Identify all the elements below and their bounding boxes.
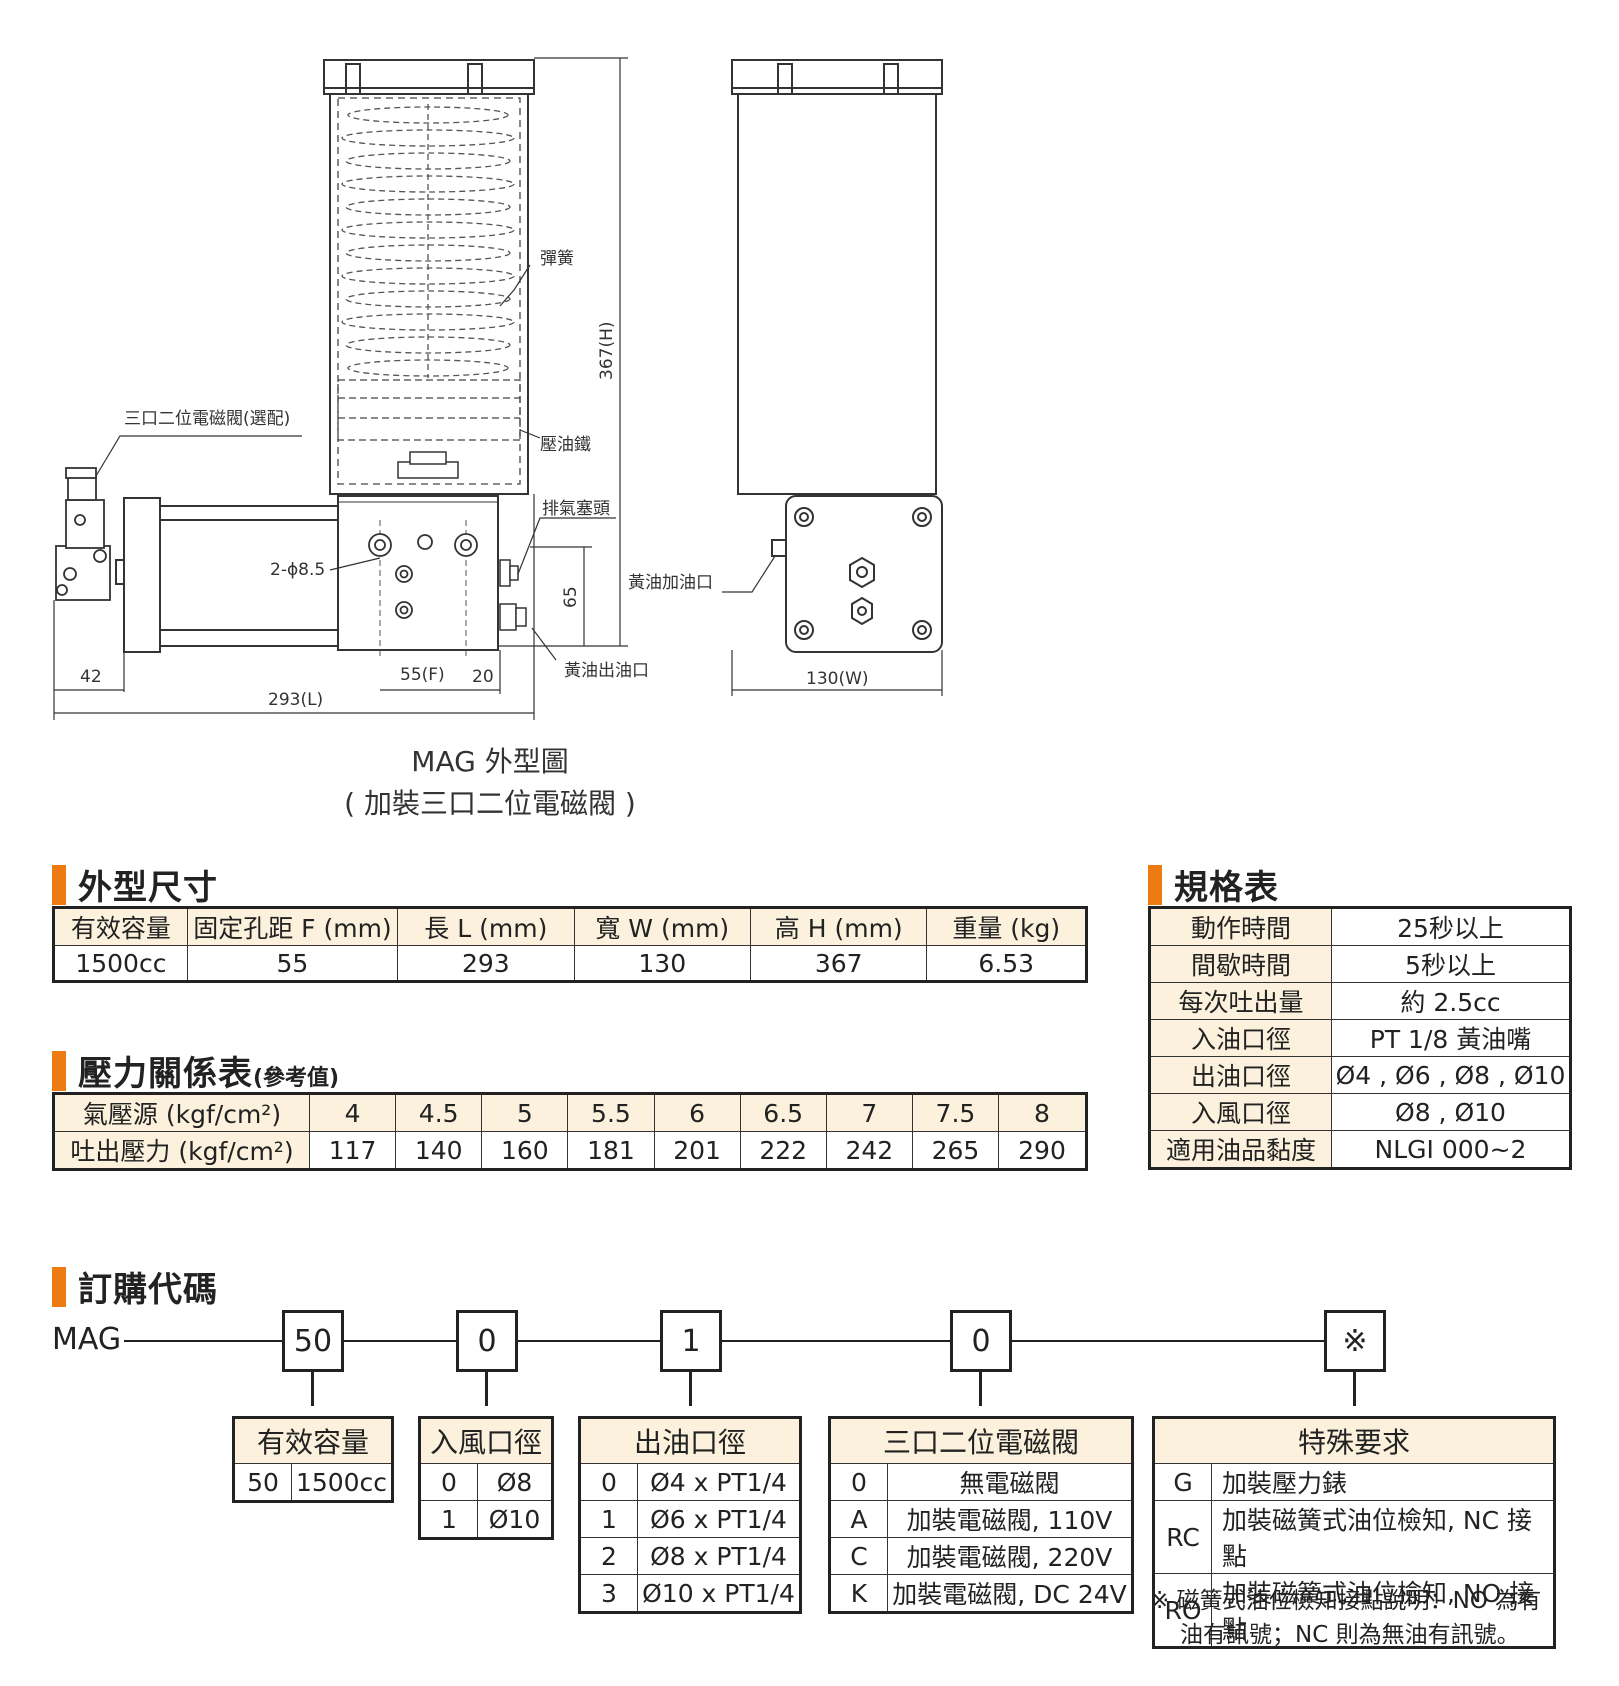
pressure-plate (337, 379, 521, 441)
spring (341, 104, 515, 378)
dimension-labels: 彈簧 367(H) 三口二位電磁閥(選配) 壓油鐵 排氣塞頭 2-ϕ8.5 黃油… (80, 249, 869, 710)
reservoir-side (731, 59, 943, 495)
air-cylinder (115, 497, 339, 653)
air-pressure-row: 氣壓源 (kgf/cm²) 4 4.5 5 5.5 6 6.5 7 7.5 8 (53, 1093, 1087, 1132)
specs-heading: 規格表 (1148, 860, 1279, 909)
base-block-front (337, 495, 499, 651)
svg-text:排氣塞頭: 排氣塞頭 (542, 499, 610, 519)
svg-text:20: 20 (472, 667, 494, 687)
code-box-capacity: 50 (282, 1310, 344, 1372)
svg-text:293(L): 293(L) (268, 690, 323, 710)
order-prefix: MAG (52, 1322, 122, 1357)
dimensions-heading: 外型尺寸 (52, 860, 218, 909)
svg-text:367(H): 367(H) (597, 322, 617, 381)
svg-text:三口二位電磁閥(選配): 三口二位電磁閥(選配) (124, 409, 290, 429)
svg-text:2-ϕ8.5: 2-ϕ8.5 (270, 560, 325, 580)
dimensions-table: 有效容量 固定孔距 F (mm) 長 L (mm) 寬 W (mm) 高 H (… (52, 906, 1088, 983)
solenoid-valve (55, 467, 111, 601)
reed-switch-note-line2: 油有訊號；NC 則為無油有訊號。 (1180, 1622, 1520, 1648)
drawing-caption-subtitle: ( 加裝三口二位電磁閥 ) (344, 787, 636, 820)
svg-text:彈簧: 彈簧 (540, 249, 574, 269)
dimensions-header-row: 有效容量 固定孔距 F (mm) 長 L (mm) 寬 W (mm) 高 H (… (53, 907, 1087, 946)
base-block-side (771, 495, 943, 653)
dimensions-value-row: 1500cc 55 293 130 367 6.53 (53, 945, 1087, 982)
code-box-air-inlet: 0 (456, 1310, 518, 1372)
svg-text:黃油加油口: 黃油加油口 (628, 573, 713, 593)
drawing-caption-title: MAG 外型圖 (411, 745, 569, 778)
svg-text:55(F): 55(F) (400, 665, 445, 685)
pressure-table: 氣壓源 (kgf/cm²) 4 4.5 5 5.5 6 6.5 7 7.5 8 … (52, 1092, 1088, 1171)
code-box-special: ※ (1324, 1310, 1386, 1372)
mount-hole-icon (368, 533, 478, 619)
svg-text:65: 65 (561, 586, 581, 608)
mag-outline-drawing: 彈簧 367(H) 三口二位電磁閥(選配) 壓油鐵 排氣塞頭 2-ϕ8.5 黃油… (53, 57, 943, 720)
code-box-valve: 0 (950, 1310, 1012, 1372)
reed-switch-note-line1: ※ 磁簧式油位檢知接點說明：NO 為有 (1150, 1588, 1542, 1614)
reservoir-cap-front (323, 59, 535, 95)
svg-text:130(W): 130(W) (806, 669, 869, 689)
pressure-heading: 壓力關係表(參考值) (52, 1046, 339, 1095)
order-heading: 訂購代碼 (52, 1262, 218, 1311)
svg-text:黃油出油口: 黃油出油口 (564, 661, 649, 681)
svg-text:42: 42 (80, 667, 102, 687)
output-pressure-row: 吐出壓力 (kgf/cm²) 117 140 160 181 201 222 2… (53, 1131, 1087, 1170)
order-code-line (124, 1340, 1386, 1342)
spec-row: 每次吐出量約 2.5cc (1149, 982, 1571, 1020)
svg-text:壓油鐵: 壓油鐵 (540, 435, 591, 455)
code-box-oil-outlet: 1 (660, 1310, 722, 1372)
